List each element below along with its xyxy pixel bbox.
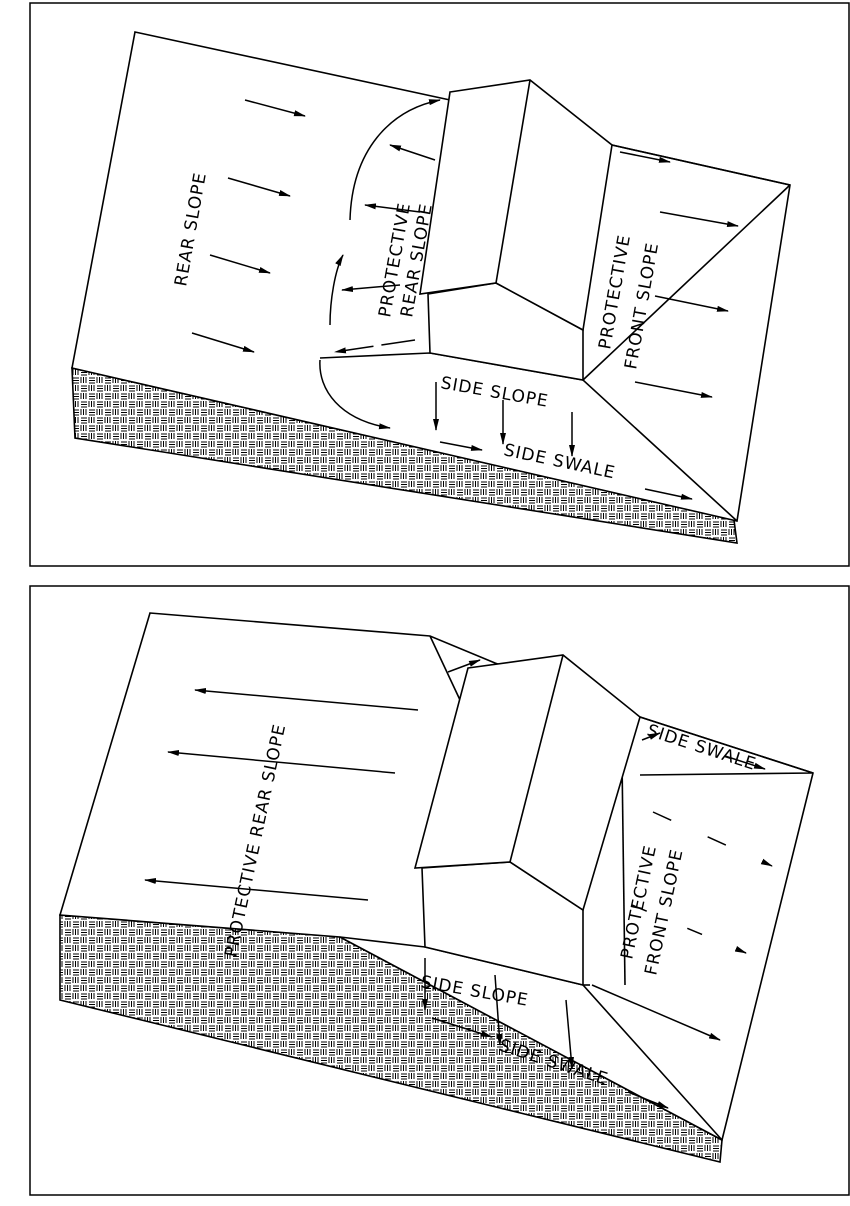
flow-arrow	[631, 904, 747, 954]
flow-arrow	[194, 687, 419, 711]
flow-arrow	[144, 877, 369, 901]
flow-arrow	[191, 332, 255, 353]
flow-arrow	[334, 339, 416, 354]
flow-arrow	[431, 1017, 493, 1038]
flow-arrow	[494, 974, 503, 1046]
flow-arrow	[644, 488, 693, 500]
bottom-front-swale	[621, 759, 626, 986]
flow-arrow	[634, 381, 713, 398]
bottom-rear-corner	[429, 635, 461, 701]
flow-arrow	[244, 99, 306, 117]
top-figure: REAR SLOPE PROTECTIVE REAR SLOPE PROTECT…	[29, 2, 850, 567]
flow-arrow	[209, 254, 271, 274]
flow-arrow	[389, 144, 436, 161]
flow-arrow	[364, 203, 421, 213]
bottom-front-edge	[639, 716, 814, 776]
top-front-corner	[582, 184, 791, 381]
top-roof-ridge	[495, 79, 531, 284]
top-arc-arrow	[349, 99, 441, 221]
flow-arrow	[167, 750, 396, 774]
flow-arrow	[724, 755, 766, 770]
bottom-figure: PROTECTIVE REAR SLOPE SIDE SWALE PROTECT…	[29, 585, 850, 1196]
bottom-roof-ridge	[509, 654, 564, 863]
flow-arrow	[654, 295, 729, 312]
flow-arrow	[627, 1091, 669, 1109]
flow-arrow	[619, 151, 671, 163]
flow-arrow	[341, 284, 401, 293]
flow-arrow	[565, 999, 575, 1069]
top-front-edge	[611, 144, 791, 186]
flow-arrow	[447, 659, 481, 673]
top-arc-arrow	[319, 359, 391, 430]
top-arc-arrow	[329, 254, 344, 326]
flow-arrow	[439, 441, 483, 451]
flow-arrow	[659, 211, 739, 228]
flow-arrow	[652, 811, 773, 867]
flow-arrow	[227, 177, 291, 197]
flow-arrow	[591, 984, 721, 1041]
flow-arrow	[641, 732, 661, 741]
